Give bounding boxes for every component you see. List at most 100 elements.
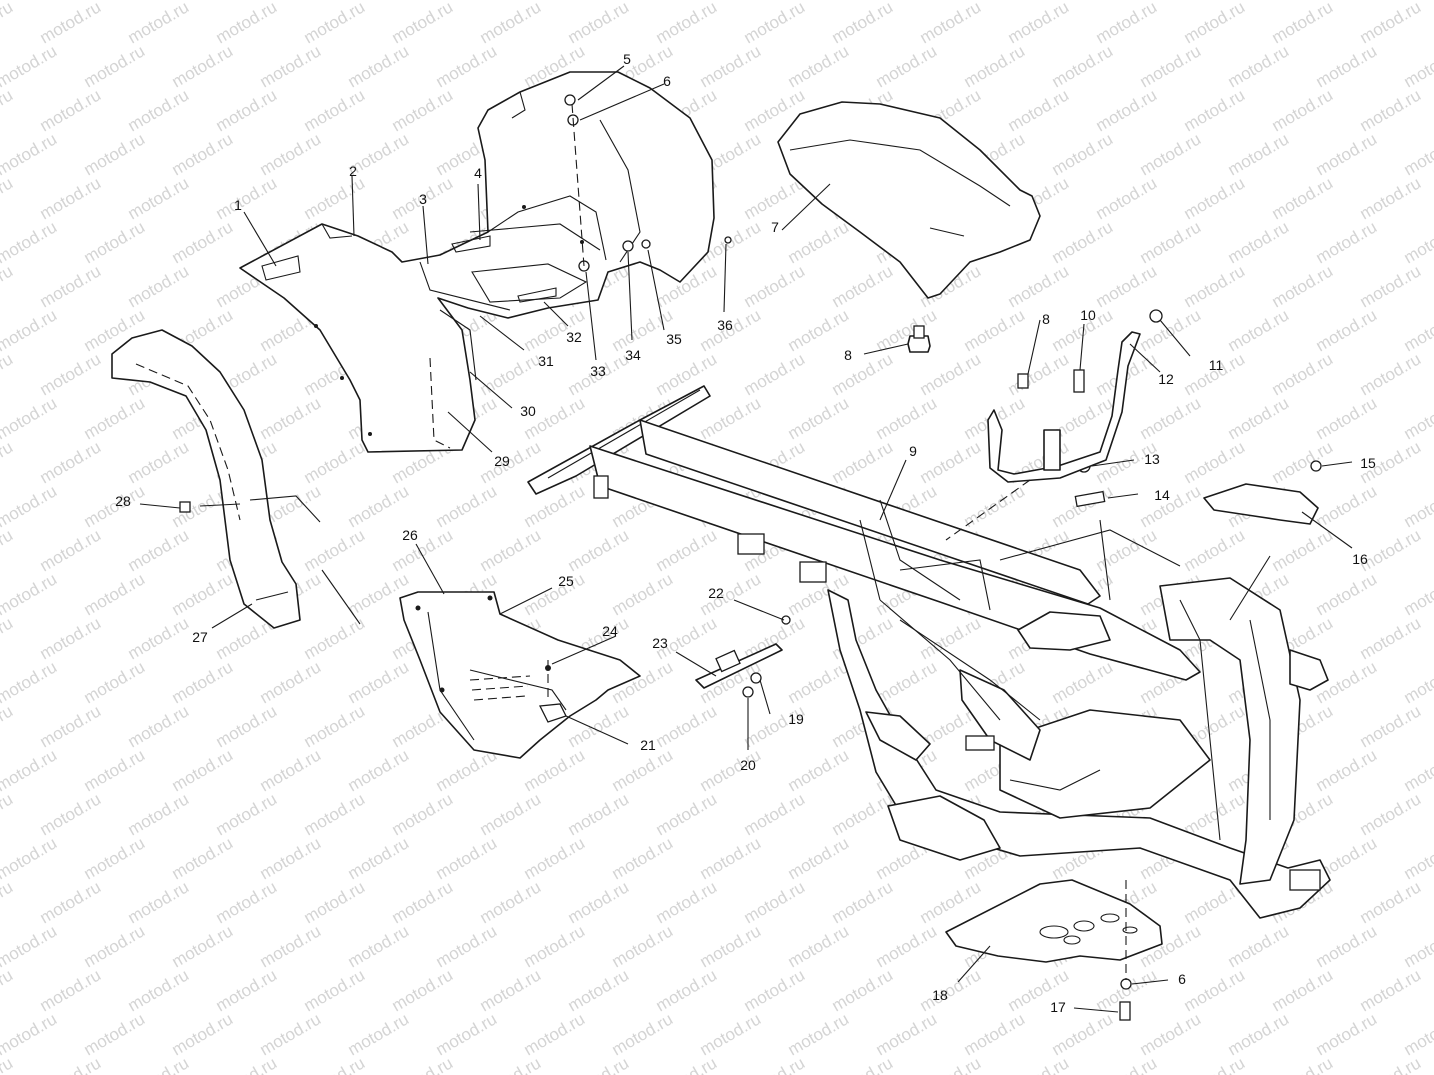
watermark-text: motod.ru — [0, 261, 16, 311]
watermark-text: motod.ru — [1357, 0, 1425, 47]
callout-30: 30 — [520, 403, 536, 419]
callout-29: 29 — [494, 453, 510, 469]
watermark-text: motod.ru — [1313, 393, 1381, 443]
callout-33: 33 — [590, 363, 606, 379]
callout-23: 23 — [652, 635, 668, 651]
watermark-text: motod.ru — [1005, 0, 1073, 47]
watermark-text: motod.ru — [389, 0, 457, 47]
watermark-text: motod.ru — [0, 965, 16, 1015]
watermark-text: motod.ru — [0, 481, 60, 531]
watermark-text: motod.ru — [301, 877, 369, 927]
watermark-text: motod.ru — [1357, 349, 1425, 399]
watermark-text: motod.ru — [1269, 1053, 1337, 1075]
watermark-text: motod.ru — [1137, 1009, 1205, 1059]
watermark-text: motod.ru — [1093, 173, 1161, 223]
watermark-text: motod.ru — [741, 261, 809, 311]
watermark-text: motod.ru — [697, 393, 765, 443]
watermark-text: motod.ru — [301, 701, 369, 751]
watermark-text: motod.ru — [521, 1009, 589, 1059]
watermark-text: motod.ru — [0, 437, 16, 487]
watermark-text: motod.ru — [829, 877, 897, 927]
watermark-text: motod.ru — [37, 437, 105, 487]
watermark-text: motod.ru — [741, 877, 809, 927]
watermark-text: motod.ru — [0, 657, 60, 707]
watermark-text: motod.ru — [1357, 173, 1425, 223]
watermark-text: motod.ru — [1225, 393, 1293, 443]
watermark-text: motod.ru — [345, 745, 413, 795]
watermark-text: motod.ru — [81, 657, 149, 707]
watermark-text: motod.ru — [81, 1009, 149, 1059]
watermark-text: motod.ru — [125, 613, 193, 663]
watermark-text: motod.ru — [829, 965, 897, 1015]
watermark-text: motod.ru — [257, 745, 325, 795]
callout-22: 22 — [708, 585, 724, 601]
watermark-text: motod.ru — [213, 789, 281, 839]
watermark-text: motod.ru — [169, 569, 237, 619]
watermark-text: motod.ru — [1049, 657, 1117, 707]
watermark-text: motod.ru — [37, 173, 105, 223]
watermark-text: motod.ru — [1313, 217, 1381, 267]
watermark-text: motod.ru — [0, 833, 60, 883]
watermark-text: motod.ru — [829, 261, 897, 311]
watermark-text: motod.ru — [653, 965, 721, 1015]
watermark-text: motod.ru — [1181, 85, 1249, 135]
callout-4: 4 — [474, 165, 482, 181]
watermark-text: motod.ru — [1401, 833, 1434, 883]
watermark-text: motod.ru — [257, 393, 325, 443]
watermark-text: motod.ru — [1225, 217, 1293, 267]
watermark-text: motod.ru — [653, 349, 721, 399]
watermark-text: motod.ru — [0, 41, 60, 91]
callout-8-lower: 8 — [844, 347, 852, 363]
callout-9: 9 — [909, 443, 917, 459]
watermark-text: motod.ru — [0, 173, 16, 223]
watermark-text: motod.ru — [0, 789, 16, 839]
watermark-text: motod.ru — [125, 965, 193, 1015]
watermark-text: motod.ru — [37, 0, 105, 47]
callout-7: 7 — [771, 219, 779, 235]
watermark-text: motod.ru — [301, 85, 369, 135]
watermark-text: motod.ru — [125, 701, 193, 751]
watermark-text: motod.ru — [37, 525, 105, 575]
watermark-text: motod.ru — [125, 877, 193, 927]
callout-6-lower: 6 — [1178, 971, 1186, 987]
watermark-text: motod.ru — [1269, 261, 1337, 311]
watermark-text: motod.ru — [1313, 305, 1381, 355]
watermark-text: motod.ru — [873, 393, 941, 443]
watermark-text: motod.ru — [433, 833, 501, 883]
watermark-text: motod.ru — [389, 877, 457, 927]
watermark-text: motod.ru — [1093, 261, 1161, 311]
watermark-text: motod.ru — [0, 305, 60, 355]
watermark-text: motod.ru — [345, 833, 413, 883]
watermark-text: motod.ru — [81, 833, 149, 883]
watermark-text: motod.ru — [169, 921, 237, 971]
watermark-text: motod.ru — [389, 789, 457, 839]
watermark-text: motod.ru — [1225, 129, 1293, 179]
footwell — [399, 591, 641, 759]
callout-3: 3 — [419, 191, 427, 207]
watermark-text: motod.ru — [1401, 129, 1434, 179]
watermark-text: motod.ru — [433, 1009, 501, 1059]
watermark-text: motod.ru — [213, 1053, 281, 1075]
watermark-text: motod.ru — [1049, 41, 1117, 91]
grab-handle — [987, 331, 1141, 483]
watermark-text: motod.ru — [301, 525, 369, 575]
watermark-text: motod.ru — [741, 789, 809, 839]
watermark-text: motod.ru — [1181, 1053, 1249, 1075]
watermark-text: motod.ru — [565, 525, 633, 575]
watermark-text: motod.ru — [169, 657, 237, 707]
watermark-text: motod.ru — [257, 833, 325, 883]
watermark-text: motod.ru — [125, 173, 193, 223]
watermark-text: motod.ru — [169, 833, 237, 883]
callout-10: 10 — [1080, 307, 1096, 323]
watermark-text: motod.ru — [829, 437, 897, 487]
watermark-text: motod.ru — [477, 1053, 545, 1075]
watermark-text: motod.ru — [1137, 481, 1205, 531]
watermark-text: motod.ru — [741, 0, 809, 47]
callout-25: 25 — [558, 573, 574, 589]
watermark-text: motod.ru — [477, 965, 545, 1015]
watermark-text: motod.ru — [0, 1009, 60, 1059]
watermark-text: motod.ru — [257, 41, 325, 91]
watermark-text: motod.ru — [0, 877, 16, 927]
watermark-text: motod.ru — [1181, 0, 1249, 47]
